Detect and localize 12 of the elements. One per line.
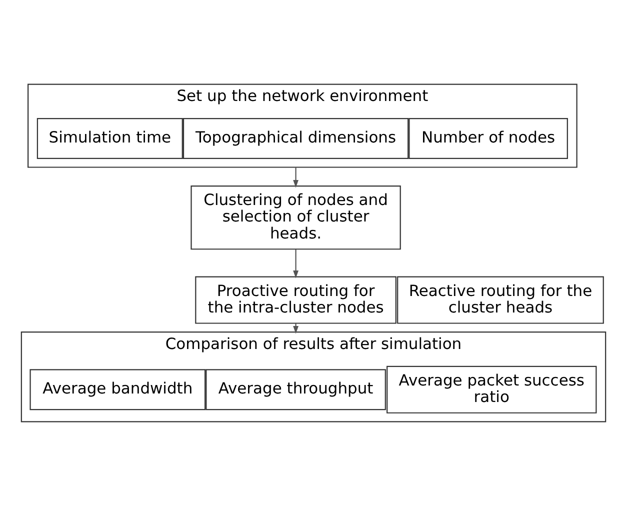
arrow [293,166,299,188]
node-box: Simulation time [36,118,183,158]
node-box: Average throughput [206,368,386,410]
node-box: Average packet success ratio [386,365,597,413]
node-box: Number of nodes [408,118,568,158]
arrow [293,323,299,334]
node-box: Reactive routing for the cluster heads [397,276,604,324]
node-box: Average bandwidth [30,368,206,410]
node-box: Proactive routing for the intra-cluster nodes [195,276,396,324]
node-box: Topographical dimensions [182,118,409,158]
node-box: Clustering of nodes and selection of cluster heads. [190,185,401,250]
arrow [293,248,299,278]
